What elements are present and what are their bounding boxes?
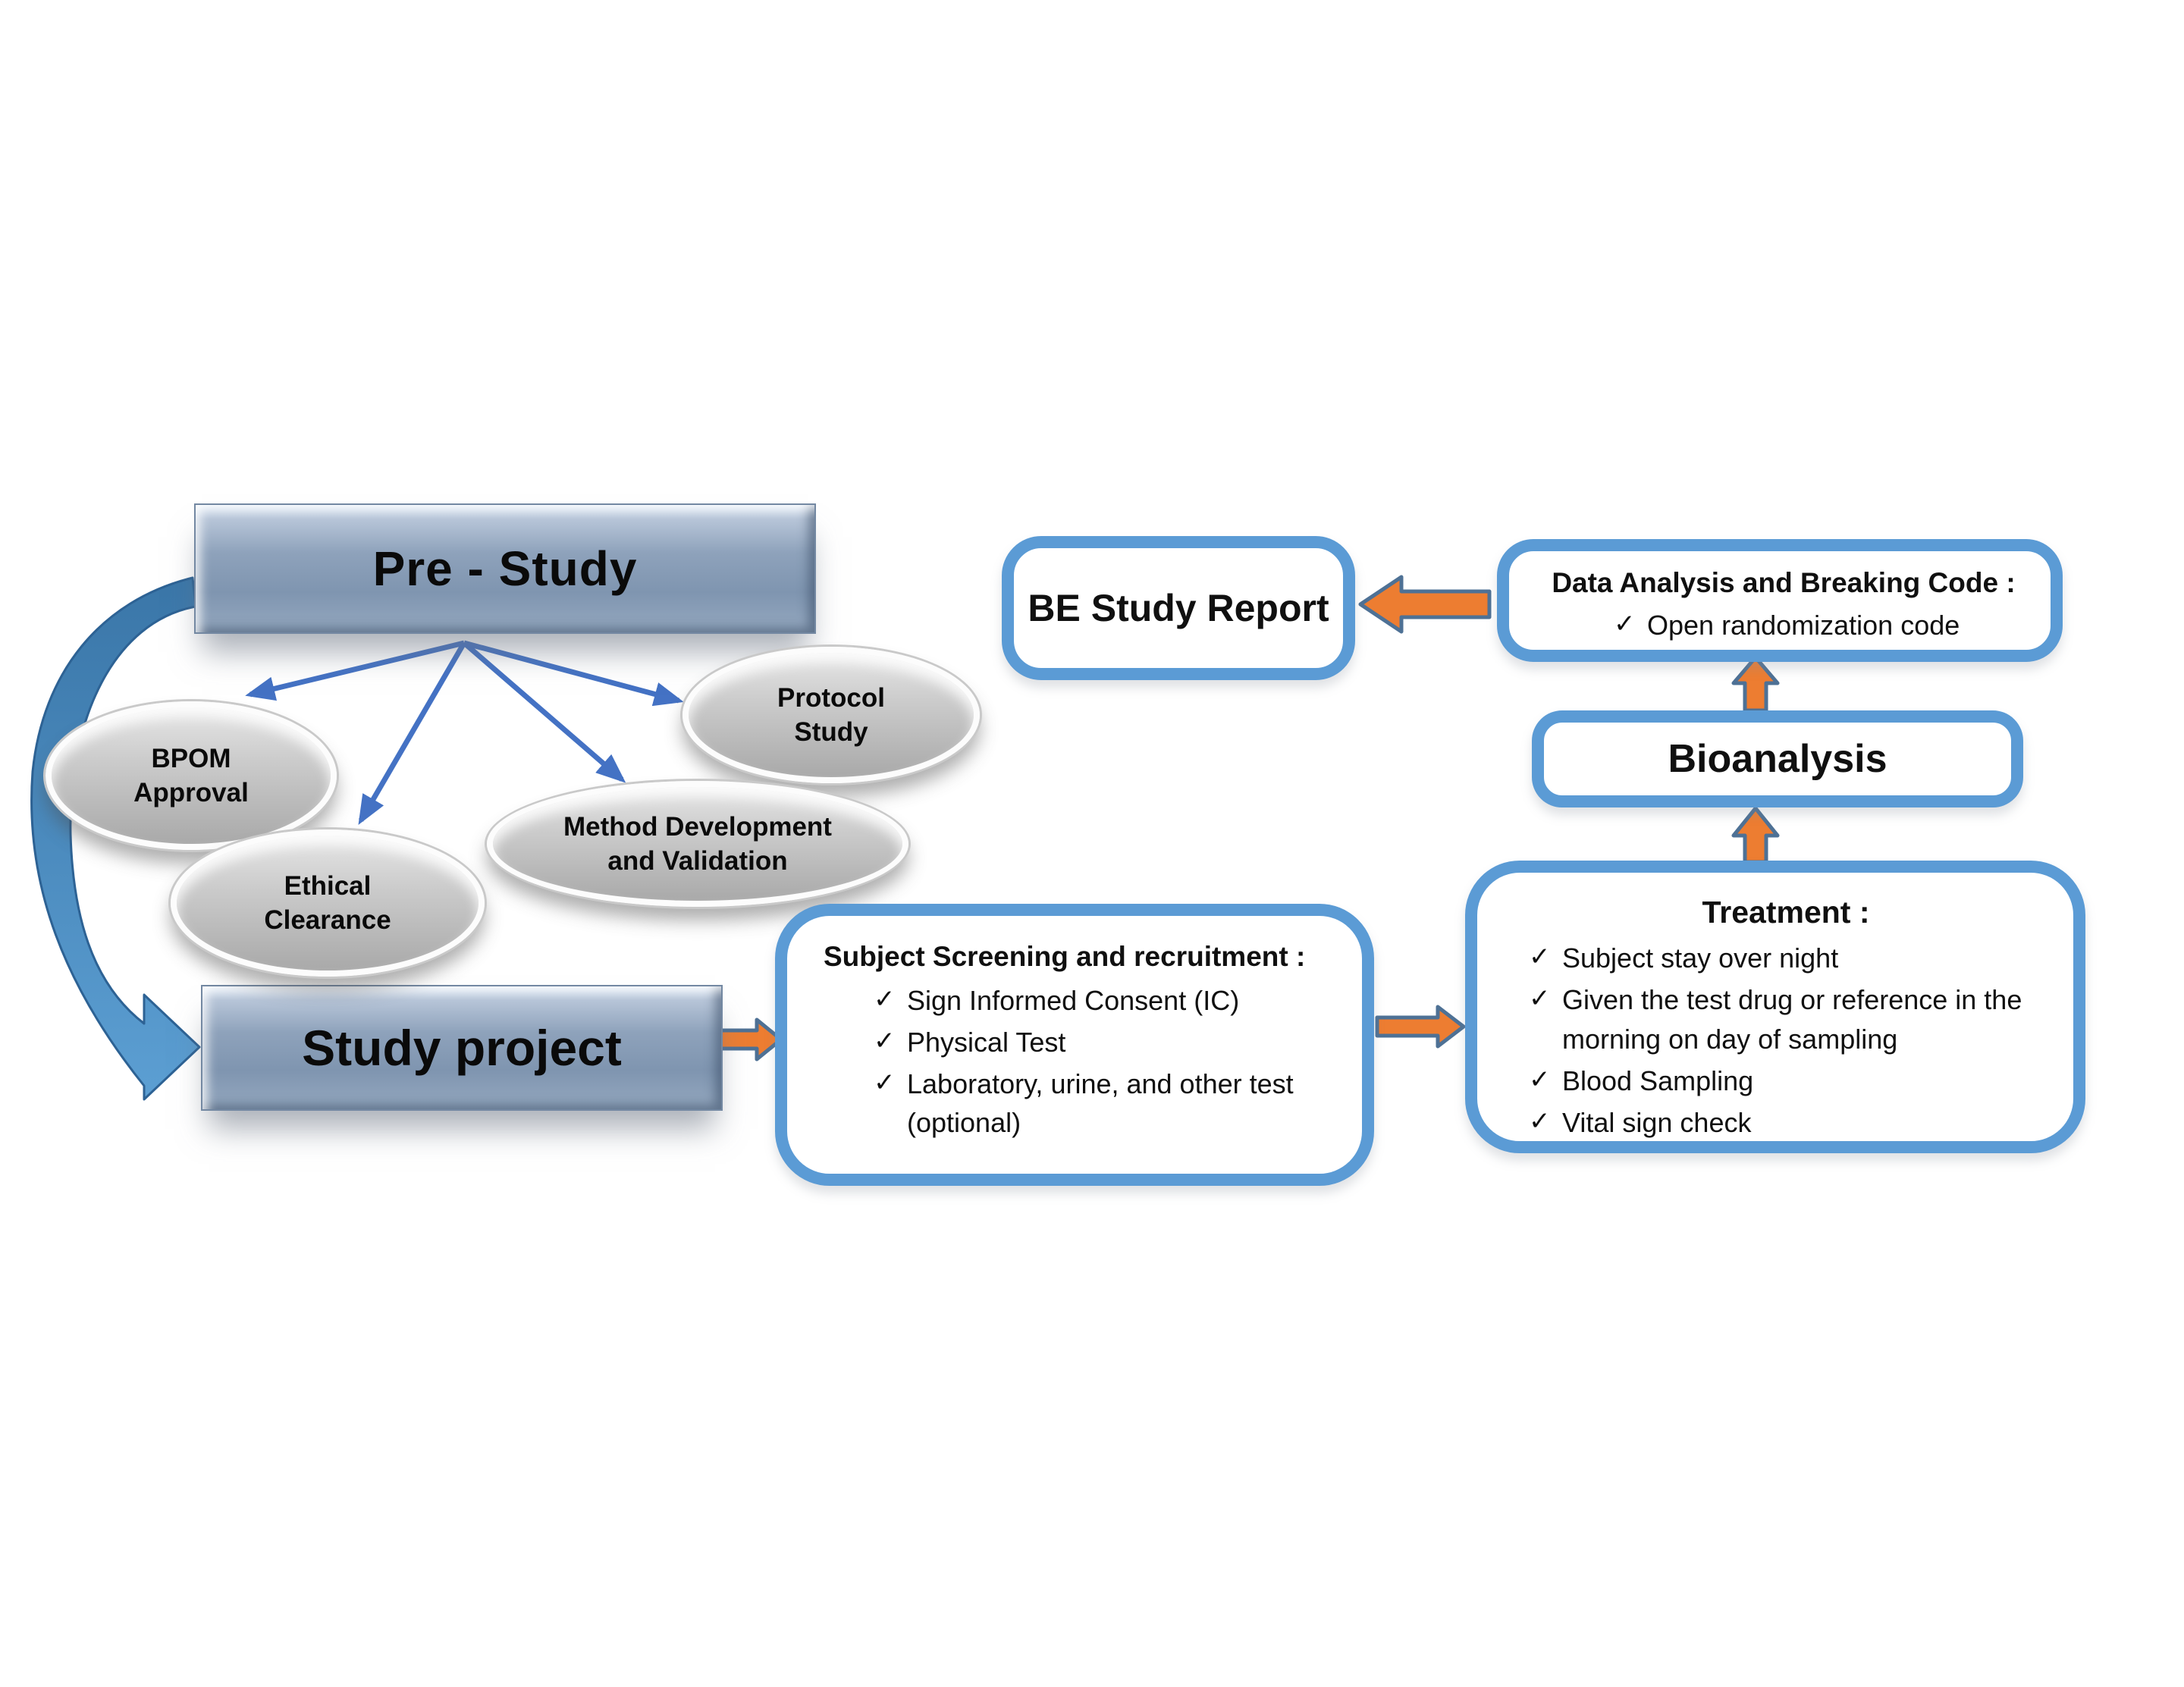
arrow-bioanalysis-to-data-analysis [1731,655,1780,713]
data-analysis-box: Data Analysis and Breaking Code : ✓ Open… [1497,539,2063,662]
check-icon: ✓ [874,1026,896,1057]
method-development-line1: Method Development [563,811,832,842]
list-item: ✓ Sign Informed Consent (IC) [874,981,1347,1020]
check-icon: ✓ [1614,609,1636,640]
arrow-pre-study-to-method [462,641,626,783]
subject-screening-list: ✓ Sign Informed Consent (IC) ✓ Physical … [874,981,1347,1142]
bpom-approval-ellipse: BPOM Approval [46,701,337,850]
list-item: ✓ Physical Test [874,1023,1347,1061]
list-item: ✓ Laboratory, urine, and other test (opt… [874,1065,1347,1142]
list-item: ✓ Given the test drug or reference in th… [1529,980,2058,1058]
check-icon: ✓ [1529,983,1551,1014]
arrow-subject-screening-to-treatment [1375,1005,1466,1049]
list-item: ✓ Subject stay over night [1529,939,2058,977]
arrow-treatment-to-bioanalysis [1731,806,1780,864]
check-icon: ✓ [874,1068,896,1099]
arrow-data-analysis-to-be-report [1358,575,1492,634]
study-project-box: Study project [201,985,723,1111]
pre-study-label: Pre - Study [372,541,638,596]
subject-screening-title: Subject Screening and recruitment : [824,941,1306,972]
arrow-study-project-to-subject-screening [711,1018,783,1061]
curved-arrow-pre-study-to-study-project [30,576,201,1101]
protocol-study-line1: Protocol [777,682,885,713]
bpom-approval-line2: Approval [133,778,249,807]
pre-study-box: Pre - Study [194,503,816,634]
arrow-pre-study-to-protocol [463,640,684,707]
bpom-approval-line1: BPOM [151,743,231,773]
arrow-pre-study-to-bpom [245,640,465,701]
fan-arrows [245,640,684,826]
bioanalysis-box: Bioanalysis [1532,710,2023,807]
treatment-title: Treatment : [1702,895,1870,930]
treatment-box: Treatment : ✓ Subject stay over night ✓ … [1465,861,2085,1153]
bioanalysis-label: Bioanalysis [1668,737,1887,781]
ethical-clearance-ellipse: Ethical Clearance [171,829,485,977]
treatment-list: ✓ Subject stay over night ✓ Given the te… [1529,939,2058,1142]
arrow-pre-study-to-ethical [358,641,467,826]
list-item: ✓ Blood Sampling [1529,1061,2058,1100]
data-analysis-title: Data Analysis and Breaking Code : [1552,567,2016,598]
check-icon: ✓ [1529,1105,1551,1137]
process-arrows [711,575,1780,1061]
ethical-clearance-line1: Ethical [284,870,372,901]
method-development-ellipse: Method Development and Validation [487,781,908,907]
check-icon: ✓ [1529,1064,1551,1095]
protocol-study-ellipse: Protocol Study [682,647,980,783]
be-study-report-label: BE Study Report [1028,587,1329,629]
data-analysis-list: ✓ Open randomization code [1614,606,2035,644]
be-study-report-box: BE Study Report [1002,536,1355,680]
ethical-clearance-line2: Clearance [264,905,391,935]
check-icon: ✓ [1529,942,1551,973]
method-development-line2: and Validation [607,846,788,876]
subject-screening-box: Subject Screening and recruitment : ✓ Si… [775,904,1374,1186]
protocol-study-line2: Study [794,717,868,747]
study-project-label: Study project [302,1020,622,1076]
list-item: ✓ Open randomization code [1614,606,2035,644]
check-icon: ✓ [874,984,896,1015]
list-item: ✓ Vital sign check [1529,1103,2058,1142]
